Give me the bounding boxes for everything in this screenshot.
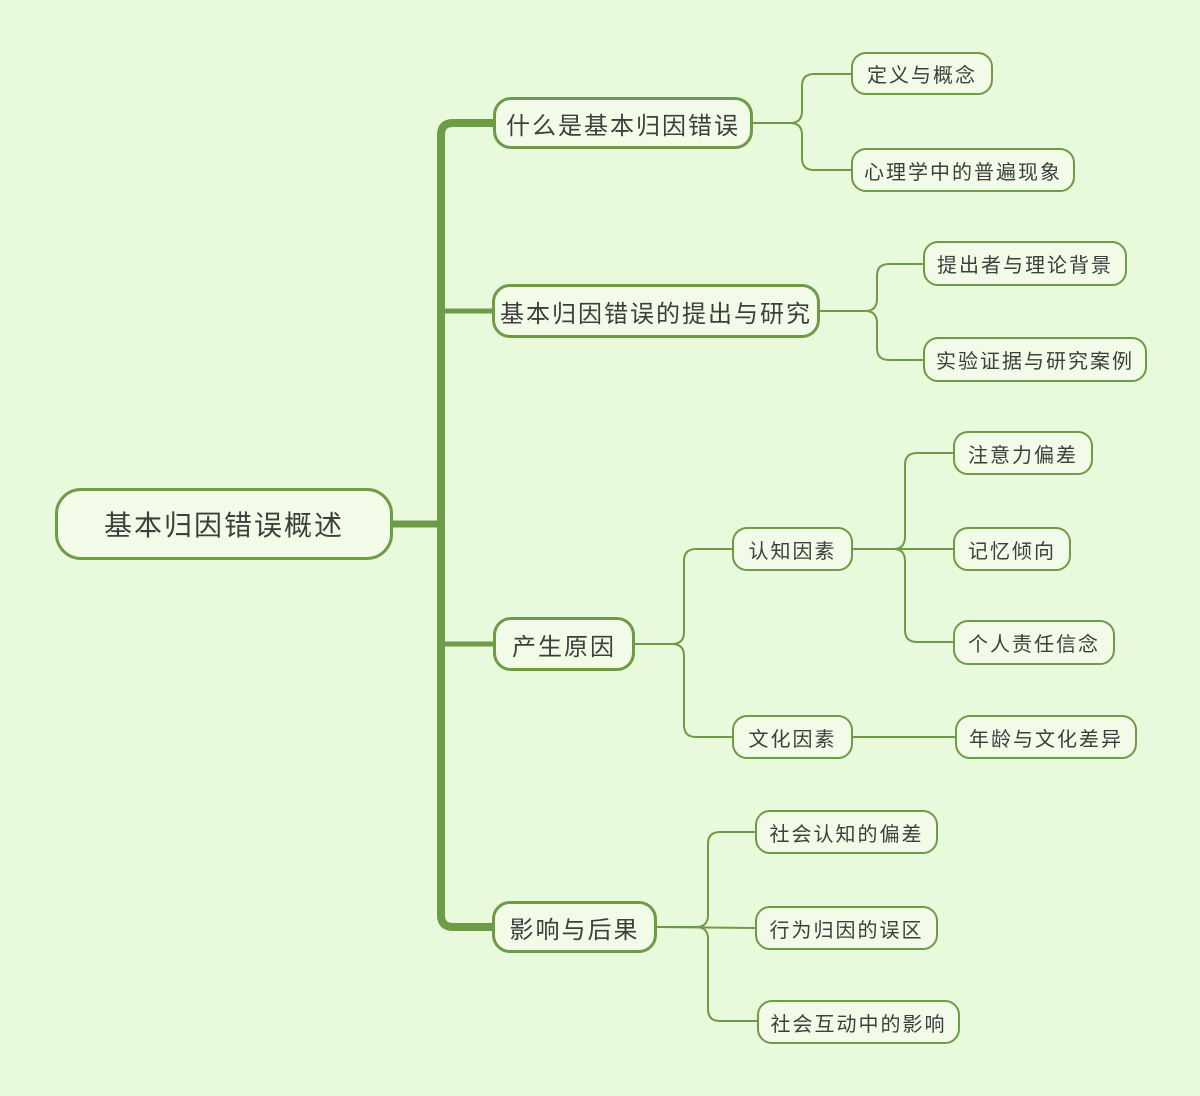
connector-b1-c1 <box>752 73 852 124</box>
leaf-node-proposer-background[interactable]: 提出者与理论背景 <box>923 241 1127 286</box>
leaf-node-social-interaction-impact[interactable]: 社会互动中的影响 <box>757 1000 960 1044</box>
leaf-node-age-cultural-difference[interactable]: 年龄与文化差异 <box>955 715 1137 759</box>
connector-b2-c1 <box>819 263 924 312</box>
leaf-node-evidence-cases[interactable]: 实验证据与研究案例 <box>923 337 1147 382</box>
connector-b3-c1 <box>634 548 733 645</box>
connector-b1-c2 <box>752 122 852 171</box>
leaf-node-social-cognition-bias[interactable]: 社会认知的偏差 <box>755 810 938 854</box>
leaf-node-common-phenomenon[interactable]: 心理学中的普遍现象 <box>851 148 1075 192</box>
root-node[interactable]: 基本归因错误概述 <box>55 488 393 560</box>
subbranch-node-cultural-factors[interactable]: 文化因素 <box>732 715 853 759</box>
connector-trunk <box>437 119 497 931</box>
connector-b3-c1-g3 <box>852 548 954 643</box>
connector-b3-c2 <box>634 643 733 738</box>
connector-b4-c2 <box>656 926 756 929</box>
leaf-node-memory-tendency[interactable]: 记忆倾向 <box>953 527 1071 571</box>
branch-node-proposal-research[interactable]: 基本归因错误的提出与研究 <box>492 284 820 338</box>
leaf-node-attribution-misunderstanding[interactable]: 行为归因的误区 <box>755 906 938 950</box>
leaf-node-attention-bias[interactable]: 注意力偏差 <box>953 431 1093 475</box>
connector-b4-c1 <box>656 831 756 928</box>
branch-node-impact[interactable]: 影响与后果 <box>492 901 657 953</box>
connector-b2-c2 <box>819 310 924 361</box>
connector-b4-c3 <box>656 926 758 1022</box>
connector-b3-c1-g1 <box>852 452 954 550</box>
branch-node-what-is-fae[interactable]: 什么是基本归因错误 <box>493 97 753 149</box>
leaf-node-definition[interactable]: 定义与概念 <box>851 52 993 95</box>
subbranch-node-cognitive-factors[interactable]: 认知因素 <box>732 527 853 571</box>
leaf-node-personal-responsibility[interactable]: 个人责任信念 <box>953 620 1115 665</box>
branch-node-causes[interactable]: 产生原因 <box>493 617 635 671</box>
